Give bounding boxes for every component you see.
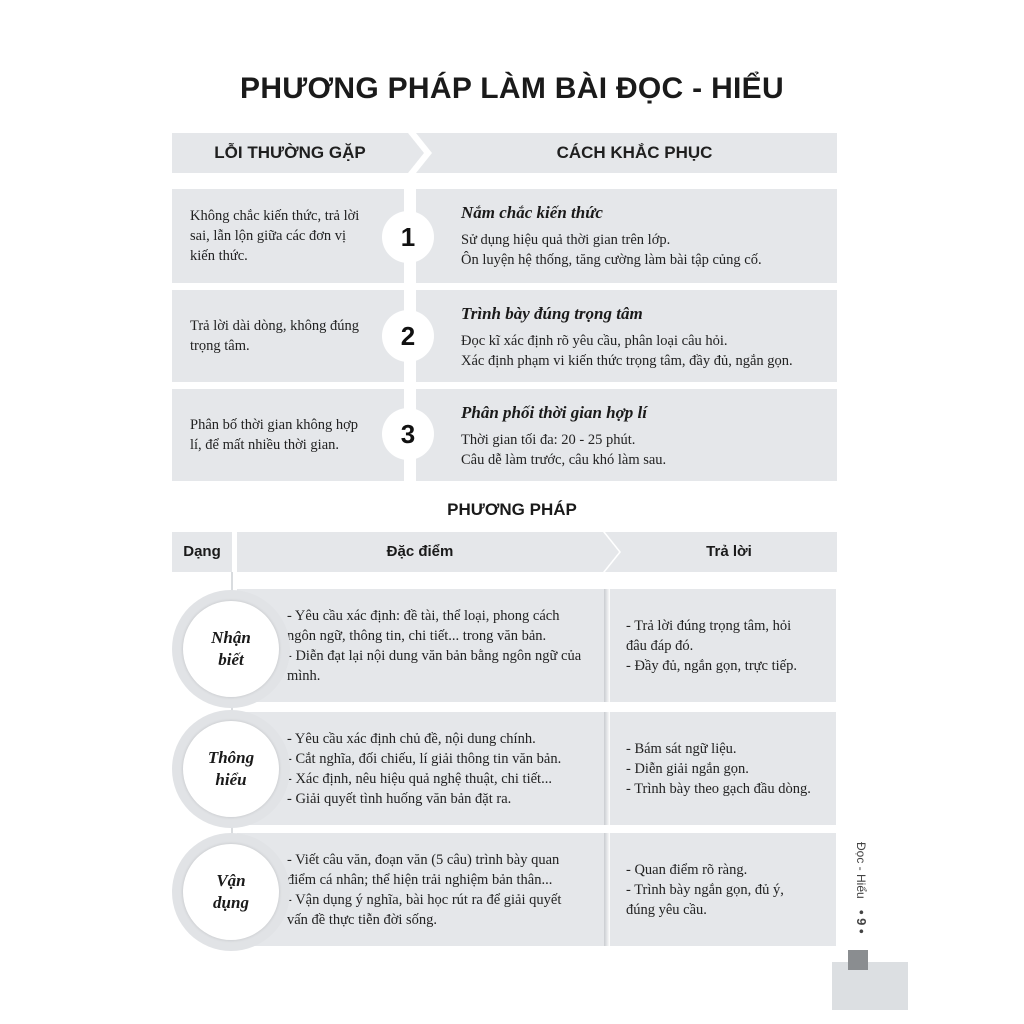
type-badge-3: Vận dụng [183,844,279,940]
answer-cell-1: - Trả lời đúng trọng tâm, hỏi đâu đáp đó… [610,589,836,702]
col-header-answers: Trả lời [605,532,837,572]
page-number: • 9 • [854,910,869,934]
answer-line: - Quan điểm rõ ràng. [626,861,748,878]
feature-line: - Giải quyết tình huống văn bản đặt ra. [287,790,512,807]
solution-line: Câu dễ làm trước, câu khó làm sau. [461,452,667,468]
solution-line: Ôn luyện hệ thống, tăng cường làm bài tậ… [461,252,762,268]
solution-cell-3: Phân phối thời gian hợp lí Thời gian tối… [416,389,837,481]
step-number-3: 3 [382,408,434,460]
type-name: Thông [207,748,255,767]
side-section-label: Đọc - Hiểu • 9 • [839,842,869,934]
type-name: hiểu [215,770,247,789]
page-marker [848,950,868,970]
answer-cell-3: - Quan điểm rõ ràng. - Trình bày ngắn gọ… [610,833,836,946]
col-header-features: Đặc điểm [237,532,619,572]
feature-line: - Viết câu văn, đoạn văn (5 câu) trình b… [287,851,560,888]
solution-line: Thời gian tối đa: 20 - 25 phút. [461,432,636,448]
page-corner-box [832,962,908,1010]
solution-cell-1: Nắm chắc kiến thức Sử dụng hiệu quả thời… [416,189,837,283]
header-solutions-label: CÁCH KHẮC PHỤC [556,143,713,162]
feature-line: - Yêu cầu xác định chủ đề, nội dung chín… [287,730,536,747]
type-name: Vận [216,871,246,890]
answer-line: - Bám sát ngữ liệu. [626,740,737,757]
answer-cell-2: - Bám sát ngữ liệu. - Diễn giải ngắn gọn… [610,712,836,825]
side-label-text: Đọc - Hiểu [854,842,868,899]
solution-line: Sử dụng hiệu quả thời gian trên lớp. [461,232,671,248]
answer-line: - Trình bày theo gạch đầu dòng. [626,780,811,797]
solution-line: Đọc kĩ xác định rõ yêu cầu, phân loại câ… [461,333,728,349]
divider-shadow [604,712,610,825]
feature-line: - Yêu cầu xác định: đề tài, thể loại, ph… [287,607,560,644]
col-header-type-label: Dạng [183,543,221,560]
col-header-type: Dạng [172,532,232,572]
answer-line: - Trả lời đúng trọng tâm, hỏi đâu đáp đó… [626,617,792,654]
divider-shadow [604,589,610,702]
error-text: Không chắc kiến thức, trả lời sai, lẫn l… [190,208,360,264]
error-cell-3: Phân bố thời gian không hợp lí, để mất n… [172,389,404,481]
col-header-answers-label: Trả lời [706,543,752,560]
header-solutions: CÁCH KHẮC PHỤC [416,133,837,173]
page-title: PHƯƠNG PHÁP LÀM BÀI ĐỌC - HIỂU [240,72,784,105]
solution-title: Phân phối thời gian hợp lí [461,403,647,422]
col-header-features-label: Đặc điểm [386,543,454,560]
error-cell-2: Trả lời dài dòng, không đúng trọng tâm. [172,290,404,382]
answer-line: - Diễn giải ngắn gọn. [626,760,749,777]
error-text: Phân bố thời gian không hợp lí, để mất n… [190,417,358,453]
feature-cell-3: - Viết câu văn, đoạn văn (5 câu) trình b… [237,833,604,946]
type-name: dụng [213,893,249,912]
feature-line: - Vận dụng ý nghĩa, bài học rút ra để gi… [287,891,562,928]
type-badge-2: Thông hiểu [183,721,279,817]
step-number-1: 1 [382,211,434,263]
feature-cell-2: - Yêu cầu xác định chủ đề, nội dung chín… [237,712,604,825]
step-number-2: 2 [382,310,434,362]
type-name: biết [218,650,244,669]
answer-line: - Đầy đủ, ngắn gọn, trực tiếp. [626,657,797,674]
feature-cell-1: - Yêu cầu xác định: đề tài, thể loại, ph… [237,589,604,702]
feature-line: - Cắt nghĩa, đối chiếu, lí giải thông ti… [287,750,562,767]
feature-line: - Diễn đạt lại nội dung văn bản bằng ngô… [287,647,582,684]
solution-title: Trình bày đúng trọng tâm [461,304,643,323]
solution-title: Nắm chắc kiến thức [461,203,603,222]
answer-line: - Trình bày ngắn gọn, đủ ý, đúng yêu cầu… [626,881,784,918]
header-common-errors: LỖI THƯỜNG GẶP [172,133,424,173]
method-title: PHƯƠNG PHÁP [447,500,577,519]
error-text: Trả lời dài dòng, không đúng trọng tâm. [190,318,360,354]
type-name: Nhận [211,628,251,647]
feature-line: - Xác định, nêu hiệu quả nghệ thuật, chi… [287,770,552,787]
type-badge-1: Nhận biết [183,601,279,697]
error-cell-1: Không chắc kiến thức, trả lời sai, lẫn l… [172,189,404,283]
header-common-errors-label: LỖI THƯỜNG GẶP [214,143,366,162]
solution-cell-2: Trình bày đúng trọng tâm Đọc kĩ xác định… [416,290,837,382]
divider-shadow [604,833,610,946]
solution-line: Xác định phạm vi kiến thức trọng tâm, đầ… [461,353,793,369]
